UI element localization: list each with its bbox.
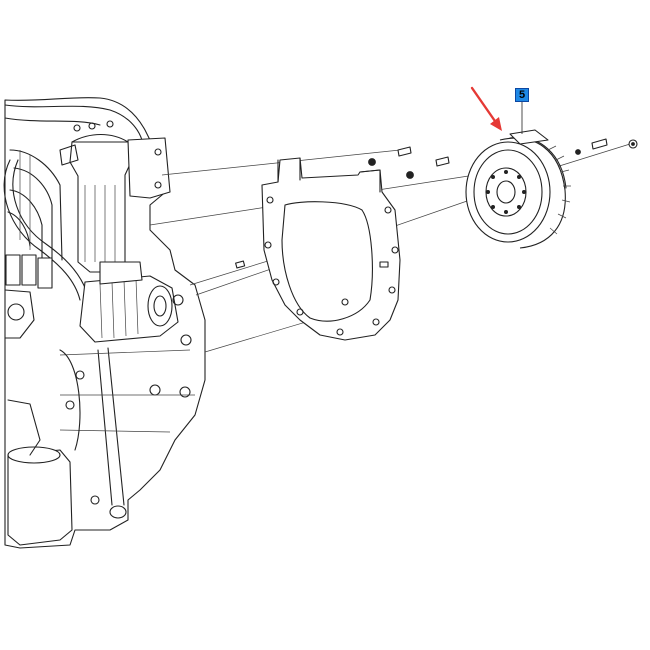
red-pointer-arrow-icon (470, 86, 502, 131)
flywheel (465, 129, 571, 249)
flywheel-housing (235, 157, 401, 341)
engine-block (3, 97, 206, 549)
part-callout-badge[interactable]: 5 (515, 88, 529, 102)
fasteners (368, 138, 638, 179)
